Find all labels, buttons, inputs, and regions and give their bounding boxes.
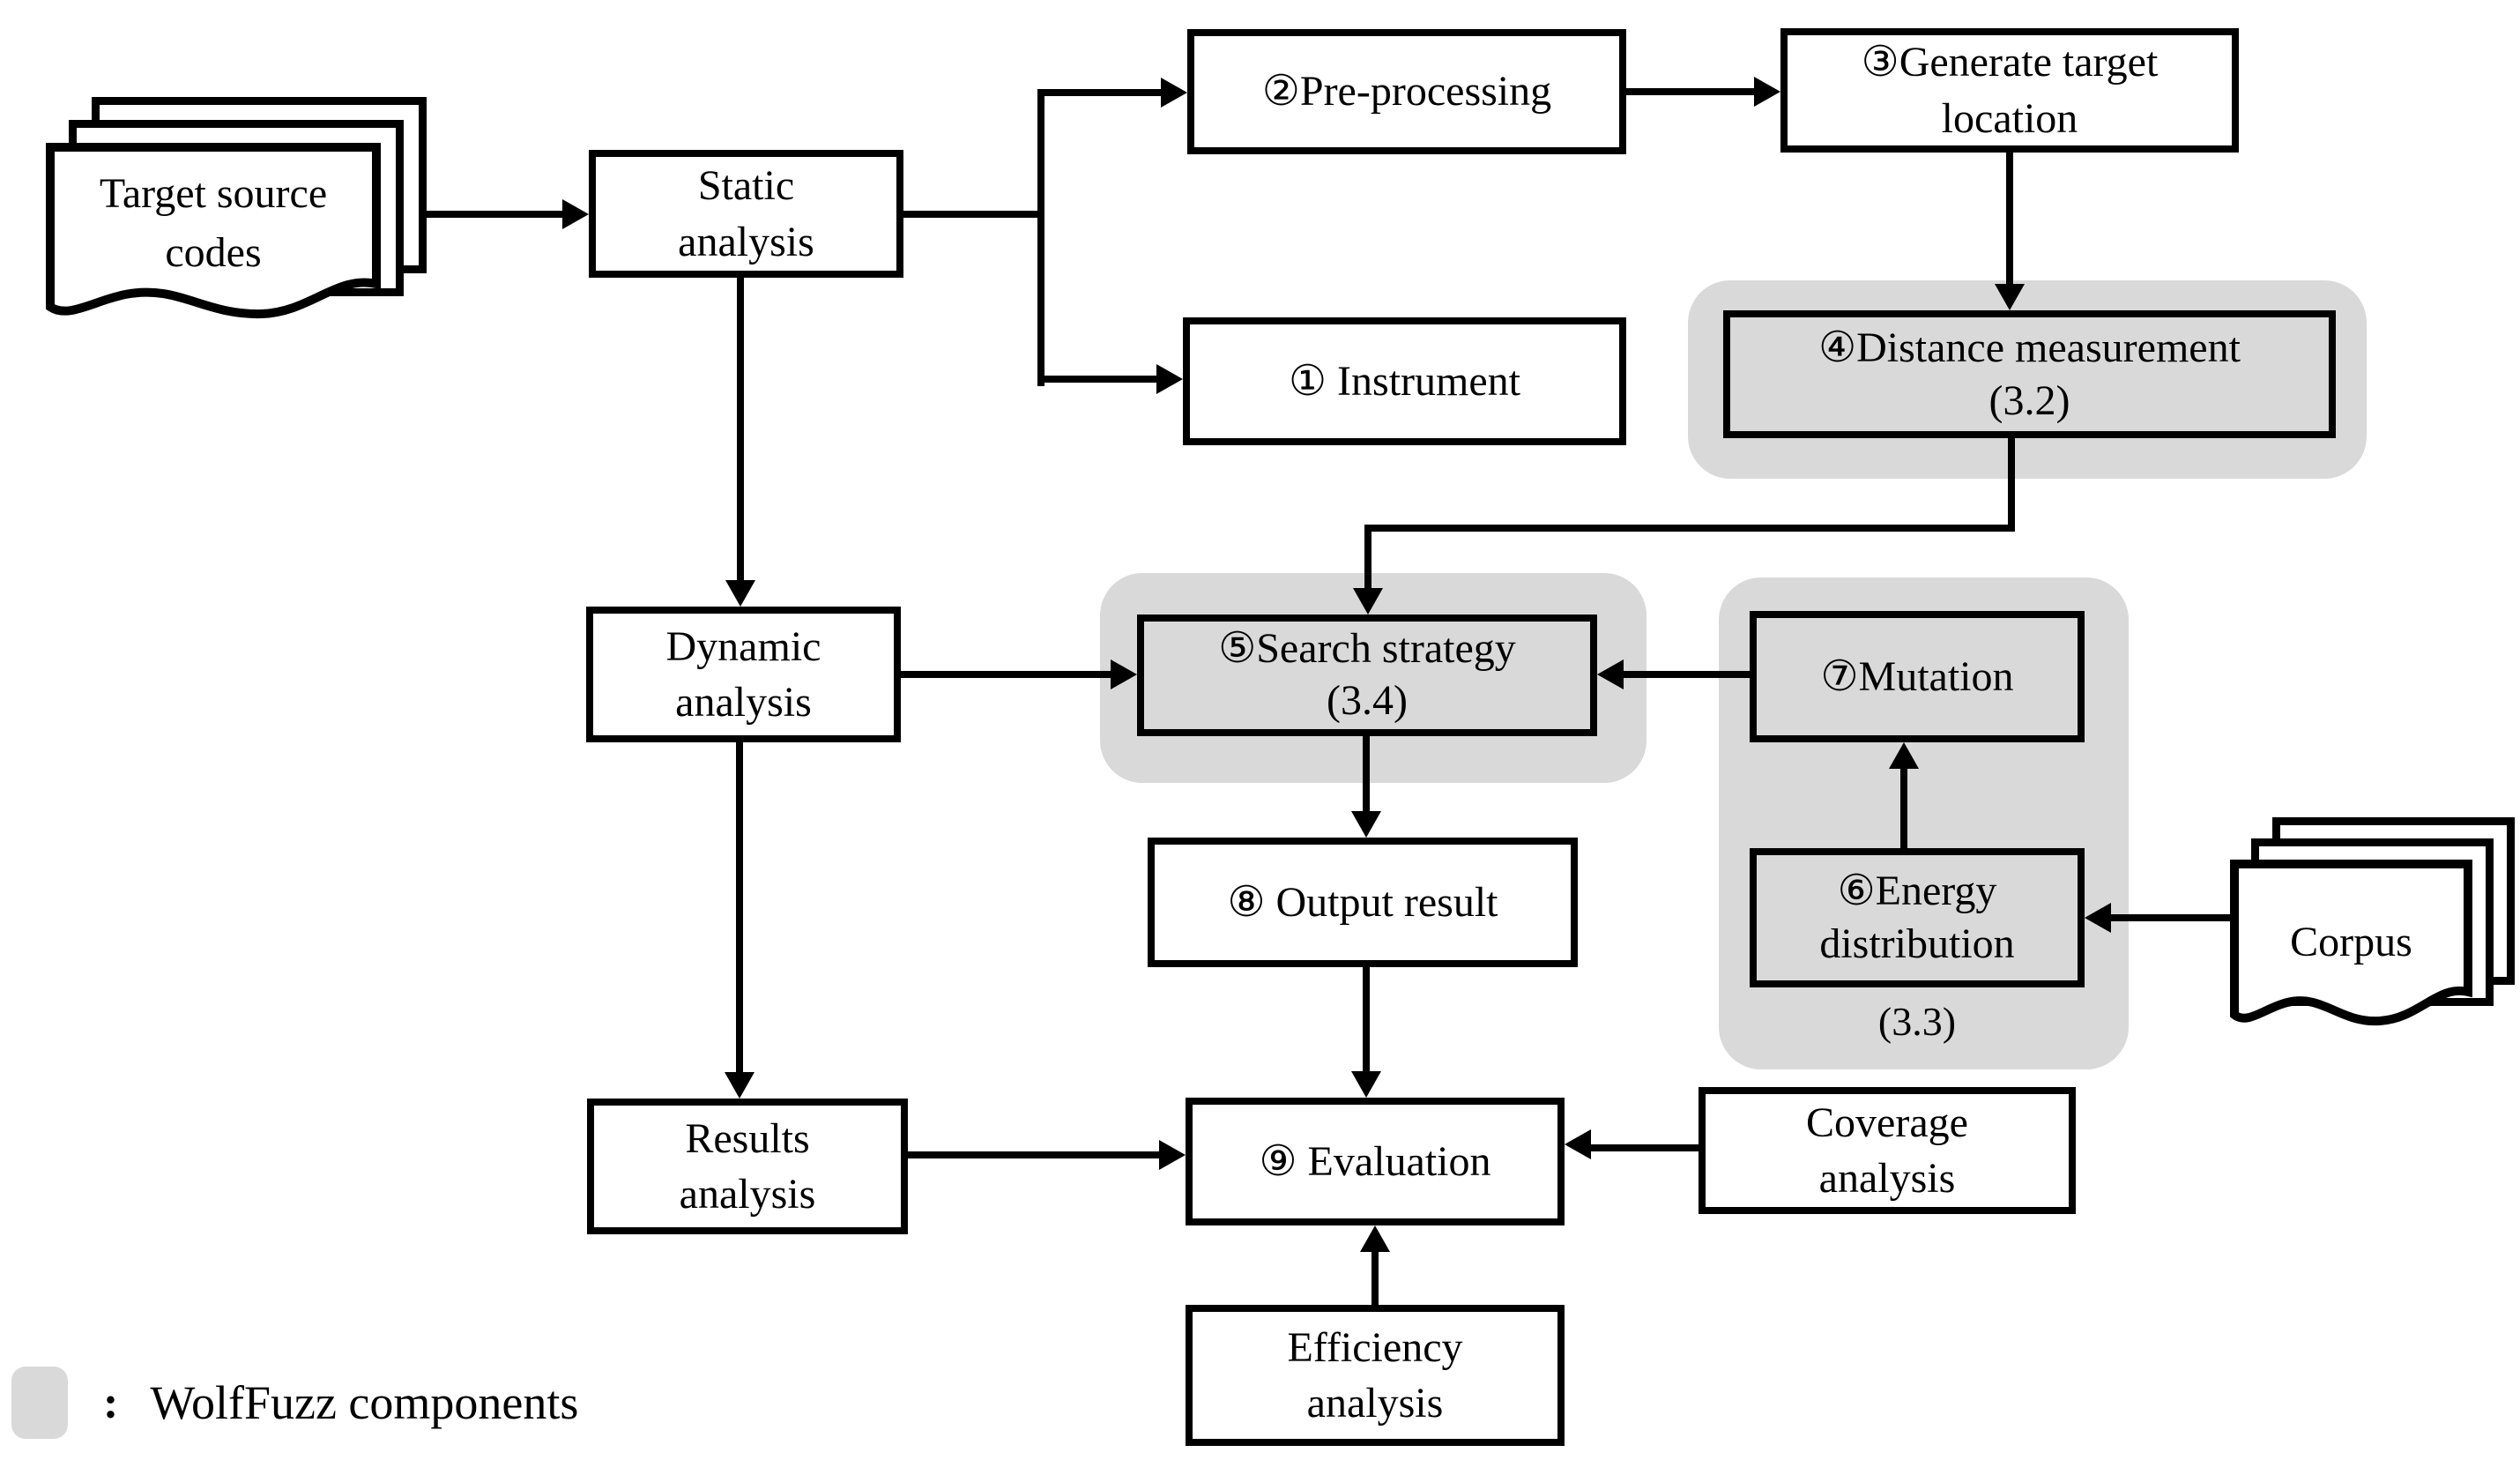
arrow-into-results bbox=[725, 1072, 755, 1099]
node-search-strategy: ⑤Search strategy (3.4) bbox=[1137, 615, 1597, 736]
connector-preprocessing-to-generate bbox=[1626, 88, 1754, 95]
connector-branch-to-instrument bbox=[1037, 376, 1156, 383]
arrow-into-evaluation-right bbox=[1565, 1129, 1591, 1159]
node-preprocessing: ②Pre-processing bbox=[1187, 29, 1626, 154]
energy-distribution-section: (3.3) bbox=[1877, 999, 1957, 1044]
node-dynamic-analysis: Dynamic analysis bbox=[586, 607, 901, 742]
arrow-into-output bbox=[1351, 811, 1381, 838]
mutation-label: ⑦Mutation bbox=[1820, 652, 2014, 700]
connector-output-to-evaluation bbox=[1363, 967, 1370, 1071]
node-efficiency-analysis: Efficiency analysis bbox=[1186, 1305, 1565, 1446]
arrow-into-generate-target bbox=[1754, 77, 1780, 107]
connector-sources-to-static bbox=[427, 211, 566, 218]
node-instrument: ① Instrument bbox=[1183, 317, 1626, 445]
coverage-analysis-label: Coverage analysis bbox=[1806, 1099, 1968, 1202]
results-analysis-label: Results analysis bbox=[679, 1114, 816, 1218]
arrow-into-preprocessing bbox=[1161, 78, 1187, 108]
connector-elbow-to-search bbox=[1364, 525, 1372, 588]
connector-dynamic-to-results bbox=[736, 742, 743, 1072]
connector-static-to-branch bbox=[903, 211, 1044, 218]
target-source-codes-label: Target source codes bbox=[99, 170, 328, 277]
node-output-result: ⑧ Output result bbox=[1148, 838, 1578, 967]
document-page-front bbox=[46, 143, 381, 319]
connector-dynamic-to-search bbox=[901, 671, 1111, 678]
arrow-into-instrument bbox=[1156, 364, 1183, 394]
connector-static-to-dynamic bbox=[737, 278, 744, 580]
arrow-into-search-right bbox=[1597, 659, 1624, 689]
generate-target-location-label: ③Generate target location bbox=[1861, 39, 2159, 142]
search-strategy-label: ⑤Search strategy (3.4) bbox=[1218, 625, 1516, 724]
output-result-label: ⑧ Output result bbox=[1227, 878, 1498, 926]
connector-branch-to-preprocessing bbox=[1037, 89, 1161, 96]
arrow-into-search-top bbox=[1353, 588, 1383, 615]
corpus-label: Corpus bbox=[2290, 919, 2412, 965]
arrow-into-search-left bbox=[1111, 659, 1137, 689]
node-energy-distribution: ⑥Energy distribution bbox=[1750, 848, 2085, 987]
connector-distance-down bbox=[2008, 438, 2015, 532]
arrow-into-dynamic bbox=[725, 580, 755, 607]
connector-corpus-to-energy bbox=[2111, 914, 2234, 921]
arrow-into-static bbox=[562, 199, 589, 229]
instrument-label: ① Instrument bbox=[1289, 357, 1520, 405]
arrow-into-energy bbox=[2085, 903, 2111, 933]
connector-efficiency-to-evaluation bbox=[1372, 1252, 1379, 1305]
distance-measurement-label: ④Distance measurement (3.2) bbox=[1818, 324, 2241, 424]
connector-coverage-to-evaluation bbox=[1591, 1144, 1699, 1151]
connector-search-to-output bbox=[1363, 736, 1370, 811]
connector-generate-to-distance bbox=[2006, 153, 2013, 284]
arrow-into-evaluation-bottom bbox=[1360, 1225, 1390, 1252]
efficiency-analysis-label: Efficiency analysis bbox=[1287, 1323, 1463, 1426]
connector-energy-to-mutation bbox=[1900, 769, 1907, 848]
static-analysis-label: Static analysis bbox=[678, 162, 814, 265]
legend-colon: : bbox=[103, 1377, 119, 1428]
node-distance-measurement: ④Distance measurement (3.2) bbox=[1723, 310, 2336, 438]
node-mutation: ⑦Mutation bbox=[1750, 611, 2085, 742]
node-results-analysis: Results analysis bbox=[587, 1099, 908, 1234]
legend-swatch-gray bbox=[11, 1367, 68, 1439]
dynamic-analysis-label: Dynamic analysis bbox=[665, 622, 821, 726]
connector-mutation-to-search bbox=[1624, 671, 1750, 678]
node-evaluation: ⑨ Evaluation bbox=[1186, 1098, 1565, 1225]
arrow-into-evaluation-top bbox=[1351, 1071, 1381, 1098]
node-coverage-analysis: Coverage analysis bbox=[1699, 1087, 2076, 1214]
energy-distribution-label: ⑥Energy distribution bbox=[1819, 868, 2015, 967]
legend: : WolfFuzz components bbox=[11, 1365, 578, 1441]
legend-label: WolfFuzz components bbox=[150, 1376, 579, 1429]
connector-branch-vertical bbox=[1037, 89, 1044, 386]
evaluation-label: ⑨ Evaluation bbox=[1259, 1137, 1491, 1185]
arrow-into-evaluation-left bbox=[1159, 1140, 1186, 1170]
connector-results-to-evaluation bbox=[908, 1151, 1159, 1158]
node-generate-target-location: ③Generate target location bbox=[1780, 28, 2239, 153]
connector-distance-elbow bbox=[1364, 525, 2015, 532]
corpus-page-front bbox=[2230, 860, 2472, 1026]
arrow-into-mutation bbox=[1889, 742, 1919, 769]
preprocessing-label: ②Pre-processing bbox=[1261, 68, 1552, 115]
node-static-analysis: Static analysis bbox=[589, 150, 903, 278]
arrow-into-distance bbox=[1995, 284, 2025, 310]
